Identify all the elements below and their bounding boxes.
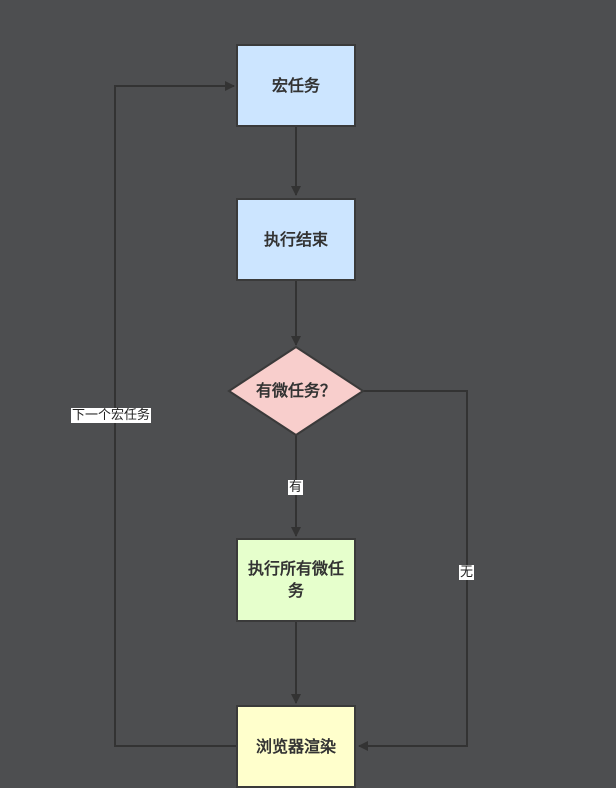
render-node: 浏览器渲染	[236, 705, 356, 788]
decision-diamond-shape	[227, 345, 365, 437]
edge-decision-no	[358, 390, 468, 751]
render-label: 浏览器渲染	[255, 737, 336, 756]
edge-label-next-macro: 下一个宏任务	[71, 408, 152, 423]
macro-task-node: 宏任务	[236, 44, 356, 127]
edge-label-yes: 有	[288, 480, 304, 495]
exec-micro-node: 执行所有微任务	[236, 538, 356, 622]
macro-task-label: 宏任务	[271, 75, 320, 95]
decision-label: 有微任务？	[255, 381, 336, 400]
exec-micro-label: 执行所有微任务	[247, 559, 344, 600]
flowchart: 宏任务 执行结束 有微任务？ 执行所有微任务 浏览器渲染 有 无 下一个宏任务	[71, 44, 475, 788]
decision-node: 有微任务？	[229, 347, 363, 435]
edge-label-no: 无	[459, 565, 475, 580]
exec-done-label: 执行结束	[263, 229, 328, 249]
exec-done-node: 执行结束	[236, 198, 356, 281]
